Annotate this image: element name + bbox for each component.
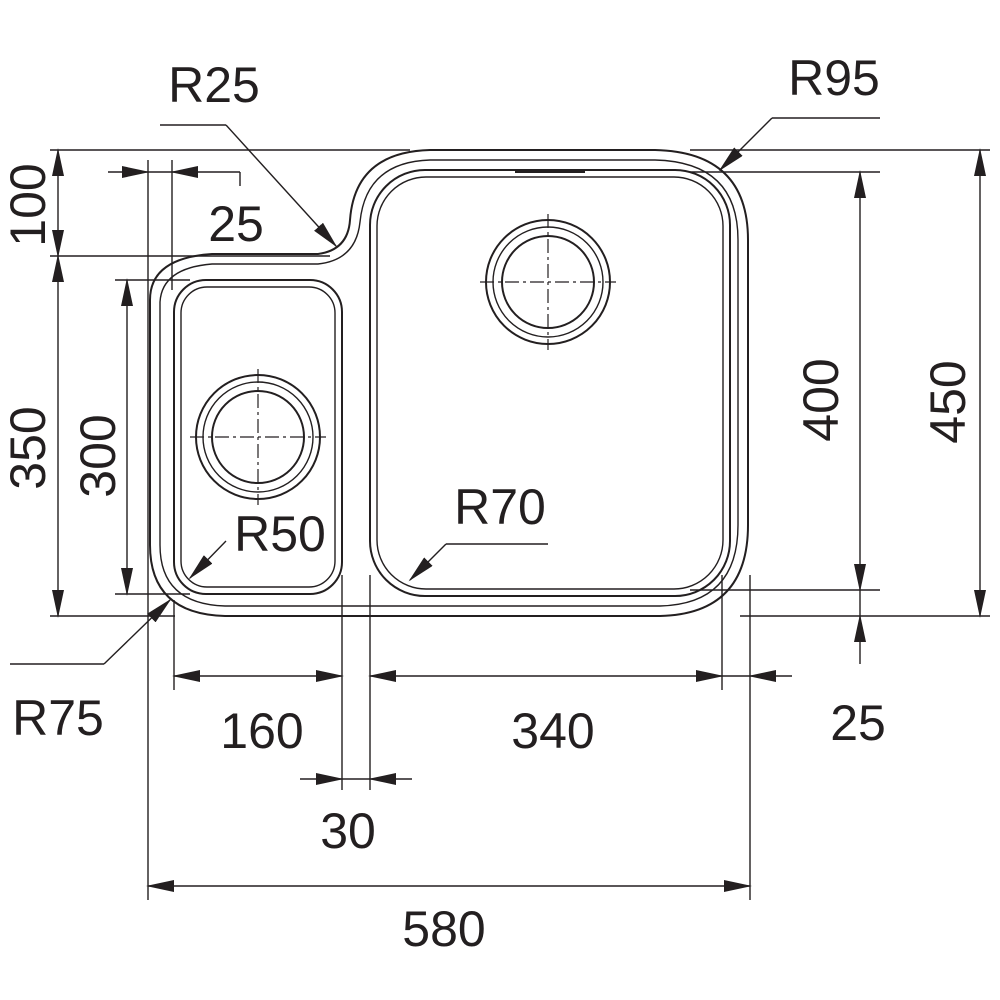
dim-580-label: 580 (402, 901, 485, 957)
leader-r50 (188, 540, 227, 580)
large-bowl (369, 169, 731, 597)
dim-160-label: 160 (220, 703, 303, 759)
leader-r75 (10, 598, 172, 665)
radius-r75-label: R75 (12, 690, 104, 746)
dim-100-label: 100 (0, 163, 56, 246)
leader-r25 (160, 124, 338, 248)
dim-450-label: 450 (920, 360, 976, 443)
large-bowl-drain-icon (480, 214, 616, 350)
small-bowl (173, 279, 343, 595)
sink-outline (149, 149, 749, 617)
dimension-25-top (108, 166, 241, 186)
dim-30-label: 30 (320, 803, 376, 859)
dim-340-label: 340 (511, 703, 594, 759)
dim-300-label: 300 (70, 414, 126, 497)
dim-350-label: 350 (0, 406, 56, 489)
radius-r95-label: R95 (788, 50, 880, 106)
dim-25-top-label: 25 (208, 196, 264, 252)
small-bowl-drain-icon (190, 369, 326, 505)
leader-r70 (408, 543, 548, 582)
radius-r50-label: R50 (234, 506, 326, 562)
leader-r95 (718, 117, 880, 172)
dim-25-right-label: 25 (830, 695, 886, 751)
radius-r25-label: R25 (168, 57, 260, 113)
dim-400-label: 400 (793, 358, 849, 441)
radius-r70-label: R70 (454, 479, 546, 535)
